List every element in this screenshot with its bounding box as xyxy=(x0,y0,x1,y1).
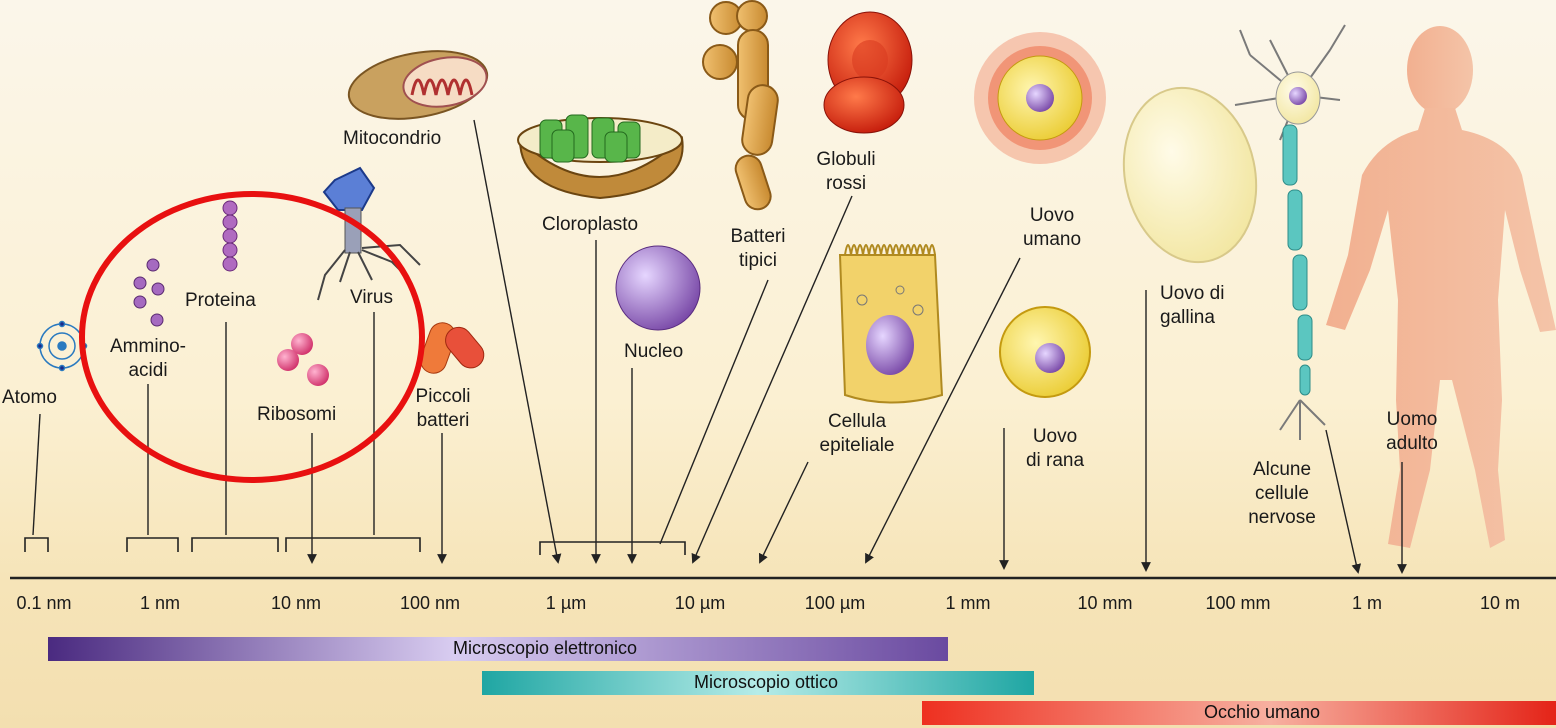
bar-microscopio-ottico-label: Microscopio ottico xyxy=(694,672,838,693)
label-amminoacidi: Ammino- acidi xyxy=(110,335,186,383)
mitochondrion-icon xyxy=(344,41,493,128)
scale-tick: 10 µm xyxy=(675,593,725,614)
bar-microscopio-ottico: Microscopio ottico xyxy=(482,671,1034,695)
label-cellule-nervose: Alcune cellule nervose xyxy=(1248,458,1316,530)
label-uovo-rana-line1: Uovo xyxy=(1026,425,1084,449)
bar-occhio-umano-label: Occhio umano xyxy=(1204,702,1320,723)
label-uomo-adulto-line1: Uomo xyxy=(1386,408,1438,432)
scale-tick: 1 mm xyxy=(946,593,991,614)
label-proteina: Proteina xyxy=(185,289,256,313)
protein-icon xyxy=(223,201,237,271)
label-uomo-adulto: Uomo adulto xyxy=(1386,408,1438,456)
label-piccoli-batteri-line1: Piccoli xyxy=(416,385,471,409)
label-mitocondrio: Mitocondrio xyxy=(343,127,441,151)
label-batteri-tipici-line1: Batteri xyxy=(731,225,786,249)
label-piccoli-batteri-line2: batteri xyxy=(416,409,471,433)
nucleus-icon xyxy=(616,246,700,330)
scale-tick: 0.1 nm xyxy=(16,593,71,614)
label-uovo-rana-line2: di rana xyxy=(1026,449,1084,473)
typical-bacteria-icon xyxy=(703,1,780,213)
epithelial-cell-icon xyxy=(840,245,942,403)
label-globuli-rossi: Globuli rossi xyxy=(816,148,875,196)
label-uovo-umano-line2: umano xyxy=(1023,228,1081,252)
label-cellule-nervose-line3: nervose xyxy=(1248,506,1316,530)
scale-tick: 10 mm xyxy=(1077,593,1132,614)
atom-icon xyxy=(38,322,87,371)
small-bacteria-icon xyxy=(417,319,489,377)
label-piccoli-batteri: Piccoli batteri xyxy=(416,385,471,433)
label-uovo-umano: Uovo umano xyxy=(1023,204,1081,252)
range-brackets xyxy=(25,538,685,555)
scale-tick: 1 nm xyxy=(140,593,180,614)
label-ribosomi: Ribosomi xyxy=(257,403,336,427)
label-uomo-adulto-line2: adulto xyxy=(1386,432,1438,456)
bar-occhio-umano: Occhio umano xyxy=(922,701,1556,725)
red-blood-cells-icon xyxy=(824,12,912,133)
label-virus: Virus xyxy=(350,286,393,310)
human-egg-icon xyxy=(974,32,1106,164)
label-nucleo: Nucleo xyxy=(624,340,683,364)
scale-tick: 10 nm xyxy=(271,593,321,614)
label-globuli-rossi-line1: Globuli xyxy=(816,148,875,172)
label-cloroplasto: Cloroplasto xyxy=(542,213,638,237)
scale-tick: 10 m xyxy=(1480,593,1520,614)
bar-microscopio-elettronico: Microscopio elettronico xyxy=(48,637,948,661)
scale-tick: 100 mm xyxy=(1205,593,1270,614)
label-uovo-rana: Uovo di rana xyxy=(1026,425,1084,473)
ribosomes-icon xyxy=(277,333,329,386)
amino-acids-icon xyxy=(134,259,164,326)
label-uovo-gallina-line1: Uovo di xyxy=(1160,282,1224,306)
label-uovo-umano-line1: Uovo xyxy=(1023,204,1081,228)
label-batteri-tipici: Batteri tipici xyxy=(731,225,786,273)
label-cellula-epiteliale-line2: epiteliale xyxy=(820,434,895,458)
label-amminoacidi-line2: acidi xyxy=(110,359,186,383)
label-globuli-rossi-line2: rossi xyxy=(816,172,875,196)
label-batteri-tipici-line2: tipici xyxy=(731,249,786,273)
label-cellule-nervose-line1: Alcune xyxy=(1248,458,1316,482)
bar-microscopio-elettronico-label: Microscopio elettronico xyxy=(453,638,637,659)
scale-tick: 100 µm xyxy=(805,593,865,614)
label-cellule-nervose-line2: cellule xyxy=(1248,482,1316,506)
scale-tick: 100 nm xyxy=(400,593,460,614)
scale-tick: 1 µm xyxy=(546,593,586,614)
frog-egg-icon xyxy=(1000,307,1090,397)
label-amminoacidi-line1: Ammino- xyxy=(110,335,186,359)
human-figure xyxy=(1326,26,1556,548)
scale-tick: 1 m xyxy=(1352,593,1382,614)
label-cellula-epiteliale-line1: Cellula xyxy=(820,410,895,434)
label-uovo-gallina: Uovo di gallina xyxy=(1160,282,1224,330)
chloroplast-icon xyxy=(518,115,683,198)
hen-egg-icon xyxy=(1108,75,1272,274)
label-atomo: Atomo xyxy=(2,386,57,410)
label-uovo-gallina-line2: gallina xyxy=(1160,306,1224,330)
label-cellula-epiteliale: Cellula epiteliale xyxy=(820,410,895,458)
